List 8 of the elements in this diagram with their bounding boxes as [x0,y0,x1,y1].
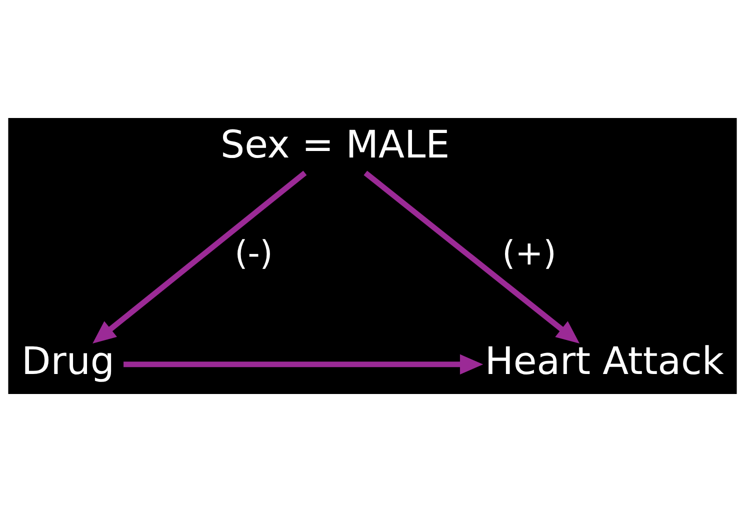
node-text: Sex = MALE [220,122,450,166]
edge-label: (-) [234,233,273,272]
arrow [364,170,580,344]
edge-label: (+) [502,233,556,272]
node-text: Heart Attack [484,339,724,384]
arrow [92,170,307,344]
node-text: Drug [21,339,115,384]
arrow [124,354,484,375]
